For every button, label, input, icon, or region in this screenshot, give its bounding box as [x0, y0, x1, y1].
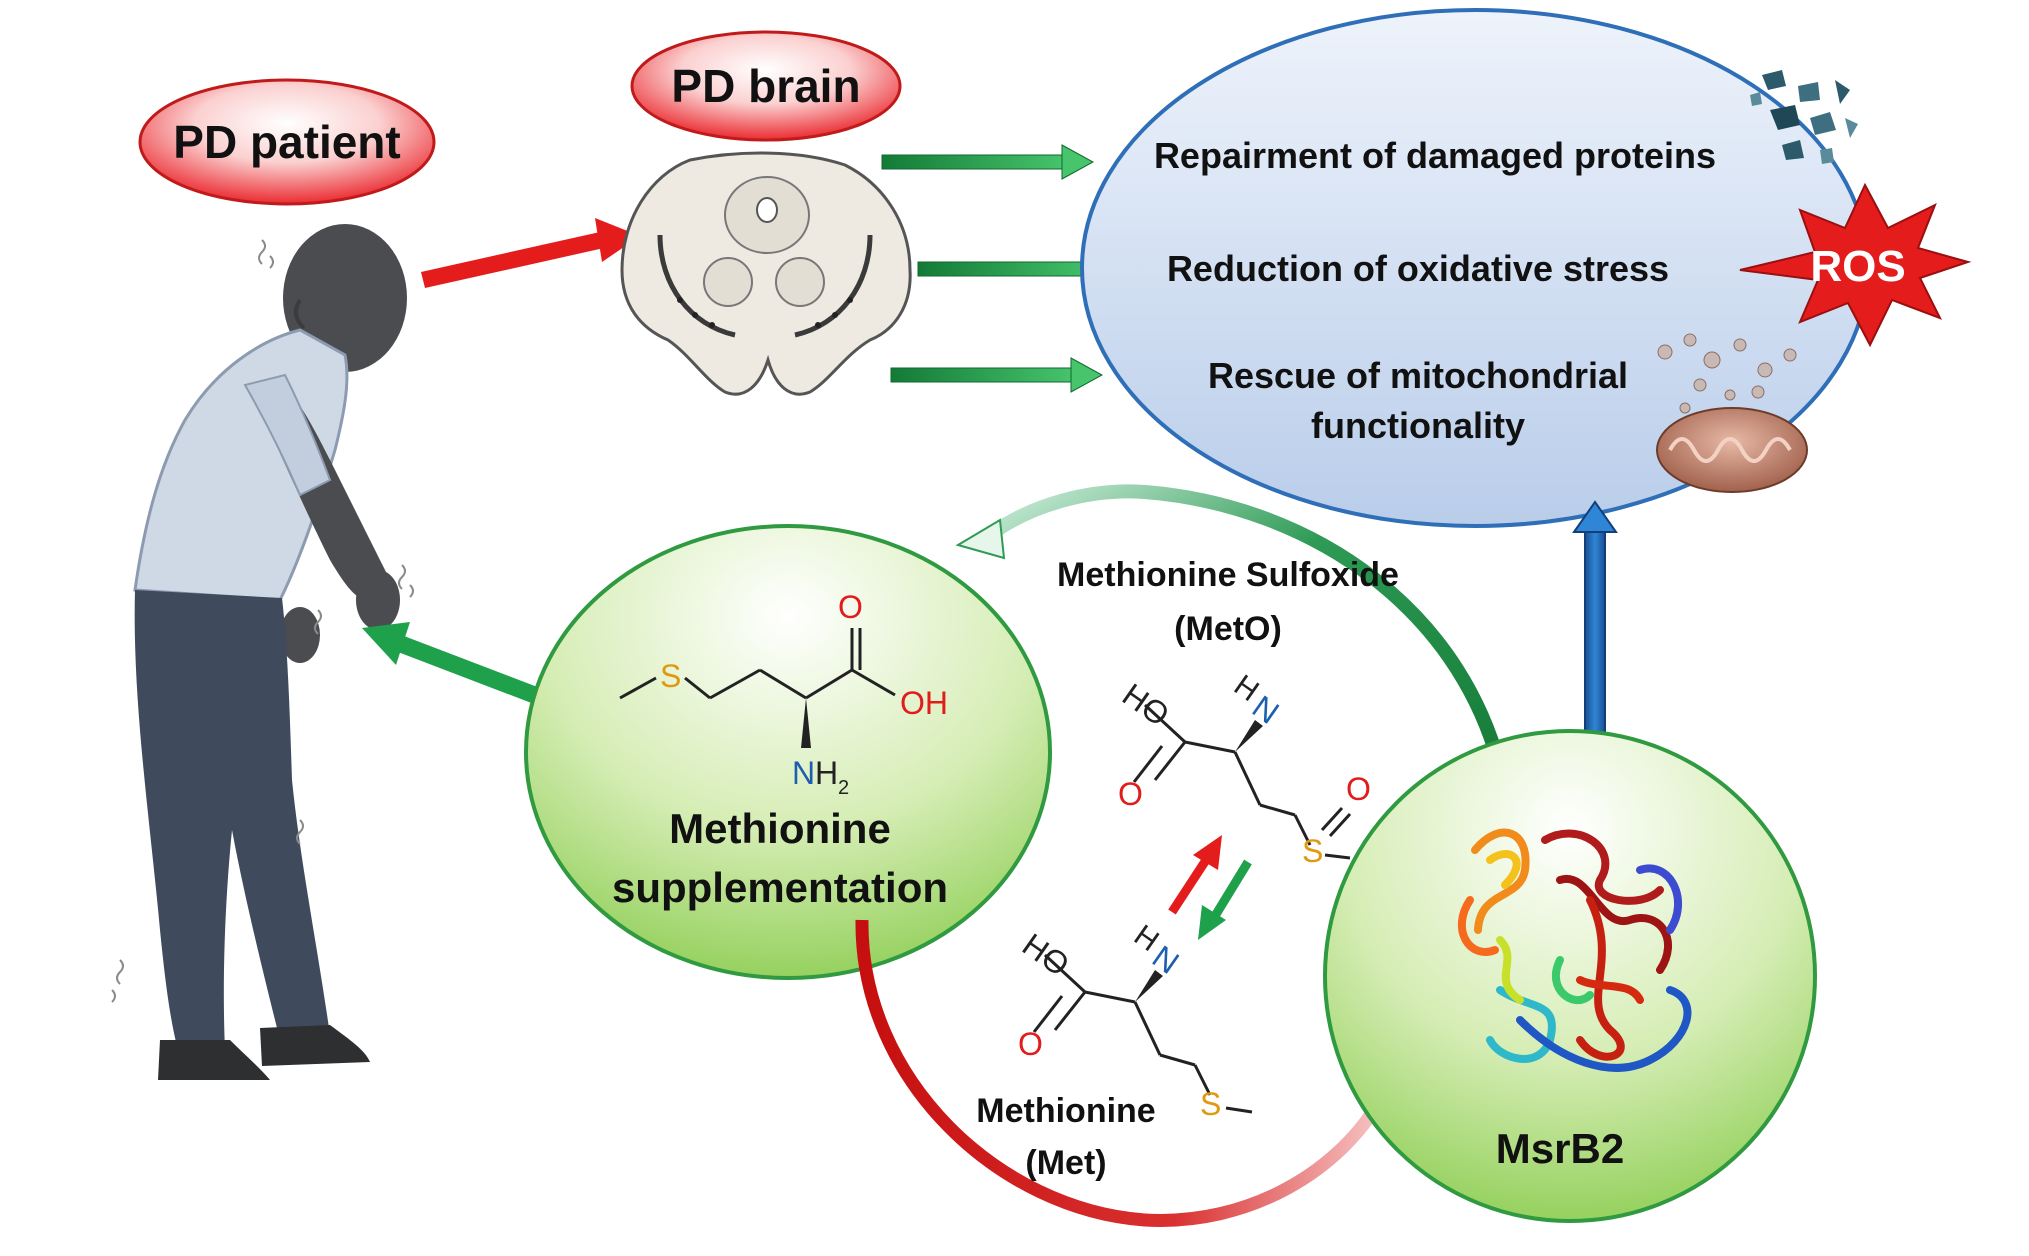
svg-text:S: S — [1200, 1086, 1221, 1122]
supplement-to-patient-arrow — [362, 622, 540, 704]
msrb2-to-supplement-curved-arrow — [955, 484, 1512, 792]
svg-text:2: 2 — [838, 777, 849, 799]
patient-right-shoe — [260, 1025, 370, 1066]
svg-text:N: N — [792, 755, 815, 791]
msrb2-enzyme-circle: MsrB2 — [1323, 729, 1817, 1223]
svg-text:O: O — [1018, 1026, 1043, 1062]
tremor-lines — [111, 239, 414, 1003]
protein-fragments-icon — [1750, 70, 1858, 164]
met-wedge — [1135, 970, 1163, 1002]
reduction-arrow — [1198, 859, 1252, 940]
effect-mitochondrial-line1: Rescue of mitochondrial — [1208, 355, 1628, 396]
methionine-structure — [619, 628, 896, 700]
mitochondrion-icon — [1656, 333, 1808, 493]
methionine-supplementation-circle: S O OH N H 2 Methionine supplementation — [524, 524, 1052, 980]
met-structure — [1032, 953, 1253, 1114]
pd-brain-badge: PD brain — [630, 30, 902, 142]
effect-oxidative-stress: Reduction of oxidative stress — [1167, 248, 1669, 289]
supplementation-line1: Methionine — [669, 805, 891, 852]
patient-left-hand — [356, 570, 400, 630]
effects-ellipse: Repairment of damaged proteins Reduction… — [1080, 8, 1972, 528]
patient-ear — [293, 298, 306, 330]
pd-patient-badge: PD patient — [138, 78, 436, 206]
svg-text:H: H — [815, 755, 838, 791]
msrb2-label: MsrB2 — [1496, 1125, 1624, 1172]
arrow-to-mitochondrial-rescue — [890, 357, 1104, 393]
pd-brain-label: PD brain — [671, 60, 860, 112]
supplementation-line2: supplementation — [612, 864, 948, 911]
ros-burst-icon: ROS — [1739, 182, 1972, 348]
supplement-to-msrb2-curved-arrow — [855, 919, 1402, 1227]
methionine-label-line1: Methionine — [976, 1092, 1155, 1130]
svg-text:O: O — [1118, 776, 1143, 812]
atom-hydroxyl: OH — [900, 685, 948, 721]
amine-group: N H 2 — [792, 755, 849, 799]
parkinson-patient-illustration — [111, 224, 414, 1080]
brain-section-illustration — [620, 151, 912, 396]
patient-right-hand — [280, 607, 320, 663]
chiral-wedge — [801, 698, 811, 748]
patient-sleeve — [243, 373, 332, 497]
equilibrium-arrows — [1168, 835, 1252, 940]
patient-head — [283, 224, 407, 372]
atom-carbonyl-oxygen: O — [838, 589, 863, 625]
msrb2-protein-structure — [1457, 828, 1692, 1072]
svg-text:S: S — [1302, 833, 1323, 869]
arrow-to-protein-repair — [881, 144, 1095, 180]
patient-left-shoe — [158, 1040, 270, 1080]
sulfoxide-label-line1: Methionine Sulfoxide — [1057, 556, 1399, 594]
effect-mitochondrial-line2: functionality — [1311, 405, 1525, 446]
svg-text:O: O — [1346, 771, 1371, 807]
patient-to-brain-arrow — [421, 218, 640, 288]
oxidation-arrow — [1168, 835, 1222, 915]
effect-protein-repair: Repairment of damaged proteins — [1154, 135, 1716, 176]
methionine-sulfoxide-group: Methionine Sulfoxide (MetO) HO O N H S O — [1057, 556, 1399, 869]
methionine-met-group: HO O N H S Methionine (Met) — [976, 919, 1253, 1182]
sulfoxide-wedge — [1235, 720, 1263, 752]
patient-trousers — [134, 590, 330, 1050]
pd-patient-label: PD patient — [173, 116, 400, 168]
sulfoxide-structure — [1132, 703, 1352, 860]
ros-label: ROS — [1810, 242, 1905, 291]
sulfoxide-label-line2: (MetO) — [1174, 610, 1282, 648]
atom-sulfur: S — [660, 658, 681, 694]
methionine-label-line2: (Met) — [1025, 1144, 1106, 1182]
